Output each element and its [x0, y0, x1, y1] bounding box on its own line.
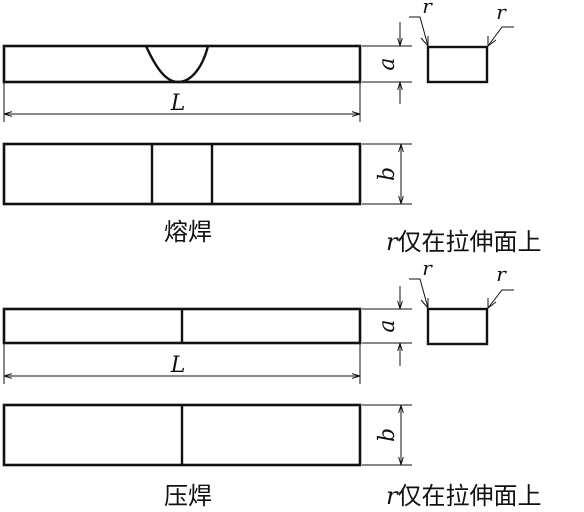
fusion-weld-bead: [144, 45, 210, 84]
pressure-width-label: b: [375, 428, 400, 442]
fusion-note-text: 仅在拉伸面上: [397, 228, 541, 256]
pressure-r-arrowhead-left: [420, 298, 429, 310]
fusion-r-arrowhead-left: [420, 36, 429, 48]
fusion-r-arrowhead-right: [487, 36, 497, 47]
pressure-section: L a r r b 压焊 r仅在拉伸面上: [2, 256, 541, 510]
fusion-radius-label-left: r: [422, 0, 433, 18]
pressure-length-label: L: [170, 353, 186, 378]
pressure-thickness-label: a: [375, 319, 400, 332]
pressure-note: r仅在拉伸面上: [386, 482, 541, 510]
pressure-note-text: 仅在拉伸面上: [397, 482, 541, 510]
fusion-caption: 熔焊: [164, 218, 212, 246]
fusion-thickness-label: a: [375, 57, 400, 70]
fusion-length-label: L: [170, 91, 186, 116]
fusion-radius-label-right: r: [496, 0, 507, 24]
pressure-radius-label-right: r: [496, 262, 507, 286]
fusion-width-label: b: [375, 167, 400, 181]
pressure-r-leader-left: [409, 278, 429, 309]
fusion-section: L a r r b 熔焊 r仅在拉伸面上: [2, 0, 541, 256]
pressure-r-leader-right: [487, 289, 514, 309]
pressure-radius-label-left: r: [422, 256, 433, 280]
fusion-note: r仅在拉伸面上: [386, 228, 541, 256]
fusion-side-bar: [2, 44, 362, 84]
fusion-top-bar: [2, 142, 362, 206]
fusion-r-leader-right: [487, 26, 514, 47]
fusion-r-leader-left: [409, 16, 429, 47]
pressure-cross-section: [426, 307, 489, 346]
pressure-r-arrowhead-right: [487, 298, 497, 309]
fusion-cross-section: [426, 45, 489, 84]
pressure-caption: 压焊: [164, 482, 212, 510]
pressure-note-symbol: r: [386, 482, 399, 510]
fusion-note-symbol: r: [386, 228, 399, 256]
